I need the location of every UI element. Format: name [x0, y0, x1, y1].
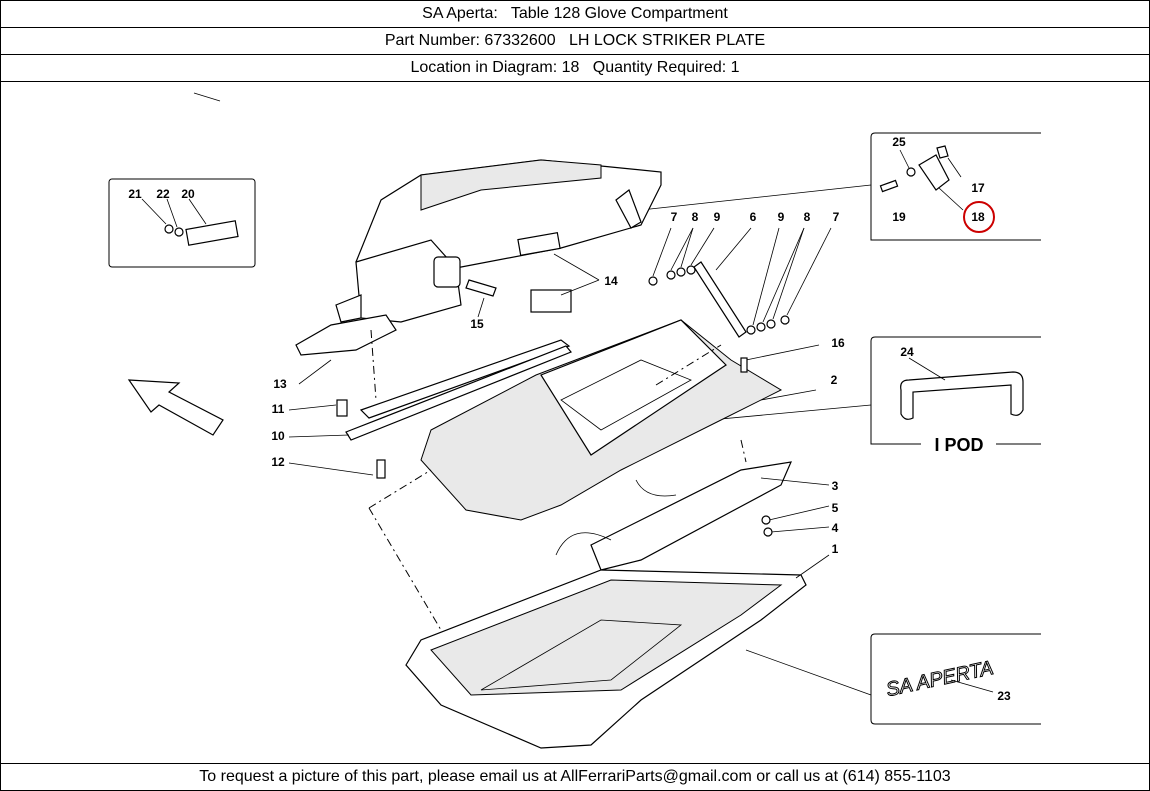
callout-24: 24	[900, 345, 914, 359]
callout-3: 3	[832, 479, 839, 493]
callout-16: 16	[831, 336, 845, 350]
callout-19: 19	[892, 210, 906, 224]
callout-12: 12	[271, 455, 285, 469]
glovebox-bin	[420, 319, 783, 521]
contact-footer: To request a picture of this part, pleas…	[1, 763, 1149, 790]
callout-17: 17	[971, 181, 985, 195]
callout-9-right: 9	[778, 210, 785, 224]
callout-4: 4	[832, 521, 839, 535]
callout-5: 5	[832, 501, 839, 515]
inset-ipod	[870, 336, 1041, 445]
callout-7-right: 7	[833, 210, 840, 224]
callout-21: 21	[128, 187, 142, 201]
callout-9-left: 9	[714, 210, 721, 224]
callout-1: 1	[832, 542, 839, 556]
callout-2: 2	[831, 373, 838, 387]
callout-7-left: 7	[671, 210, 678, 224]
inset-striker-plate	[870, 132, 1041, 241]
glovebox-lid	[405, 569, 807, 749]
parts-diagram-svg: 21 22 20 25 17 19 18 7 8 9 6 9 8 7 14 15…	[108, 92, 1041, 749]
diagram-title: SA Aperta: Table 128 Glove Compartment	[1, 1, 1149, 28]
callout-20: 20	[181, 187, 195, 201]
callout-14: 14	[604, 274, 618, 288]
callout-8-right: 8	[804, 210, 811, 224]
location-quantity-line: Location in Diagram: 18 Quantity Require…	[1, 55, 1149, 82]
direction-arrow	[127, 379, 224, 436]
parts-diagram: 21 22 20 25 17 19 18 7 8 9 6 9 8 7 14 15…	[1, 82, 1149, 762]
callout-13: 13	[273, 377, 287, 391]
dash-housing	[295, 159, 662, 356]
callout-6: 6	[750, 210, 757, 224]
callout-18: 18	[971, 210, 985, 224]
callout-8-left: 8	[692, 210, 699, 224]
callout-10: 10	[271, 429, 285, 443]
ipod-label: I POD	[934, 435, 983, 455]
inset-emblem-parts	[108, 178, 256, 268]
logo-text: SA APERTA	[884, 657, 995, 701]
callout-15: 15	[470, 317, 484, 331]
callout-23: 23	[997, 689, 1011, 703]
highlight-circle	[963, 201, 995, 233]
inset-logo	[870, 633, 1041, 725]
part-number-line: Part Number: 67332600 LH LOCK STRIKER PL…	[1, 28, 1149, 55]
callout-11: 11	[272, 402, 285, 416]
callout-22: 22	[156, 187, 170, 201]
callout-25: 25	[892, 135, 906, 149]
